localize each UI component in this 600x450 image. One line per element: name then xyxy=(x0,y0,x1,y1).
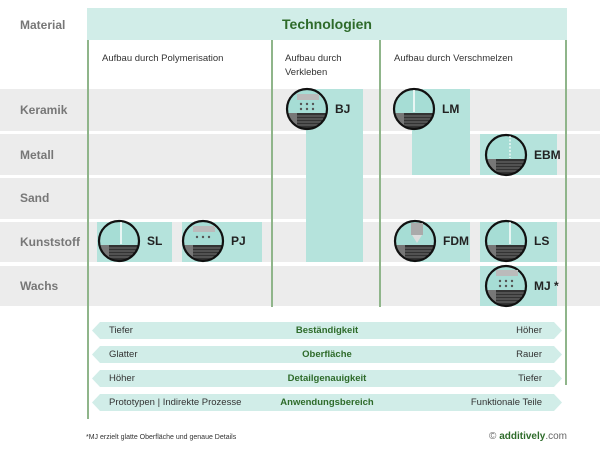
technologies-header: Technologien xyxy=(87,8,567,40)
tech-sl: SL xyxy=(97,219,162,263)
scale-oberflaeche: Glatter Oberfläche Rauer xyxy=(92,346,562,363)
material-wachs: Wachs xyxy=(20,279,59,293)
tech-pj: PJ xyxy=(181,219,246,263)
tech-bj: BJ xyxy=(285,87,350,131)
brand-tld: .com xyxy=(545,431,567,442)
scale-right: Höher xyxy=(516,325,542,336)
tech-lm: LM xyxy=(392,87,459,131)
material-metall: Metall xyxy=(20,148,55,162)
divider xyxy=(565,40,567,385)
tech-label: LS xyxy=(534,234,550,248)
divider xyxy=(87,40,89,307)
material-kunststoff: Kunststoff xyxy=(20,235,80,249)
material-jetting-icon xyxy=(484,264,528,308)
column-verschmelzen: Aufbau durch Verschmelzen xyxy=(394,53,513,64)
divider xyxy=(87,307,89,419)
scale-left: Prototypen | Indirekte Prozesse xyxy=(109,397,242,408)
material-keramik: Keramik xyxy=(20,103,68,117)
divider xyxy=(271,40,273,307)
divider xyxy=(379,40,381,307)
tech-label: PJ xyxy=(231,234,246,248)
material-header: Material xyxy=(20,18,66,32)
fdm-nozzle-icon xyxy=(393,219,437,263)
tech-label: FDM xyxy=(443,234,469,248)
stereolithography-icon xyxy=(97,219,141,263)
material-sand: Sand xyxy=(20,191,50,205)
scale-right: Tiefer xyxy=(518,373,542,384)
scale-detailgenauigkeit: Höher Detailgenauigkeit Tiefer xyxy=(92,370,562,387)
column-polymerisation: Aufbau durch Polymerisation xyxy=(102,53,224,64)
scale-title: Beständigkeit xyxy=(295,325,359,336)
tech-label: SL xyxy=(147,234,163,248)
scale-title: Detailgenauigkeit xyxy=(287,373,367,384)
tech-label: EBM xyxy=(534,148,561,162)
technologies-title: Technologien xyxy=(282,16,372,32)
tech-fdm: FDM xyxy=(393,219,469,263)
column-verkleben: Aufbau durch Verkleben xyxy=(285,53,342,78)
brand-name: additively xyxy=(499,431,546,442)
binder-jetting-icon xyxy=(285,87,329,131)
footnote: *MJ erzielt glatte Oberfläche und genaue… xyxy=(86,434,237,441)
tech-label: MJ * xyxy=(534,279,559,293)
laser-melting-icon xyxy=(392,87,436,131)
scale-right: Funktionale Teile xyxy=(470,397,542,408)
tech-label: BJ xyxy=(335,102,351,116)
scale-left: Tiefer xyxy=(109,325,133,336)
scale-title: Oberfläche xyxy=(302,349,352,360)
brand: © additively.com xyxy=(489,431,567,442)
tech-ebm: EBM xyxy=(484,133,561,177)
tech-ls: LS xyxy=(484,219,549,263)
scale-left: Höher xyxy=(109,373,135,384)
scale-left: Glatter xyxy=(109,349,138,360)
tech-mj: MJ * xyxy=(484,264,559,308)
electron-beam-icon xyxy=(484,133,528,177)
scale-right: Rauer xyxy=(516,349,542,360)
scale-bestaendigkeit: Tiefer Beständigkeit Höher xyxy=(92,322,562,339)
row-sand xyxy=(0,178,600,219)
polyjet-icon xyxy=(181,219,225,263)
tech-label: LM xyxy=(442,102,460,116)
copyright-icon: © xyxy=(489,431,497,442)
laser-sintering-icon xyxy=(484,219,528,263)
